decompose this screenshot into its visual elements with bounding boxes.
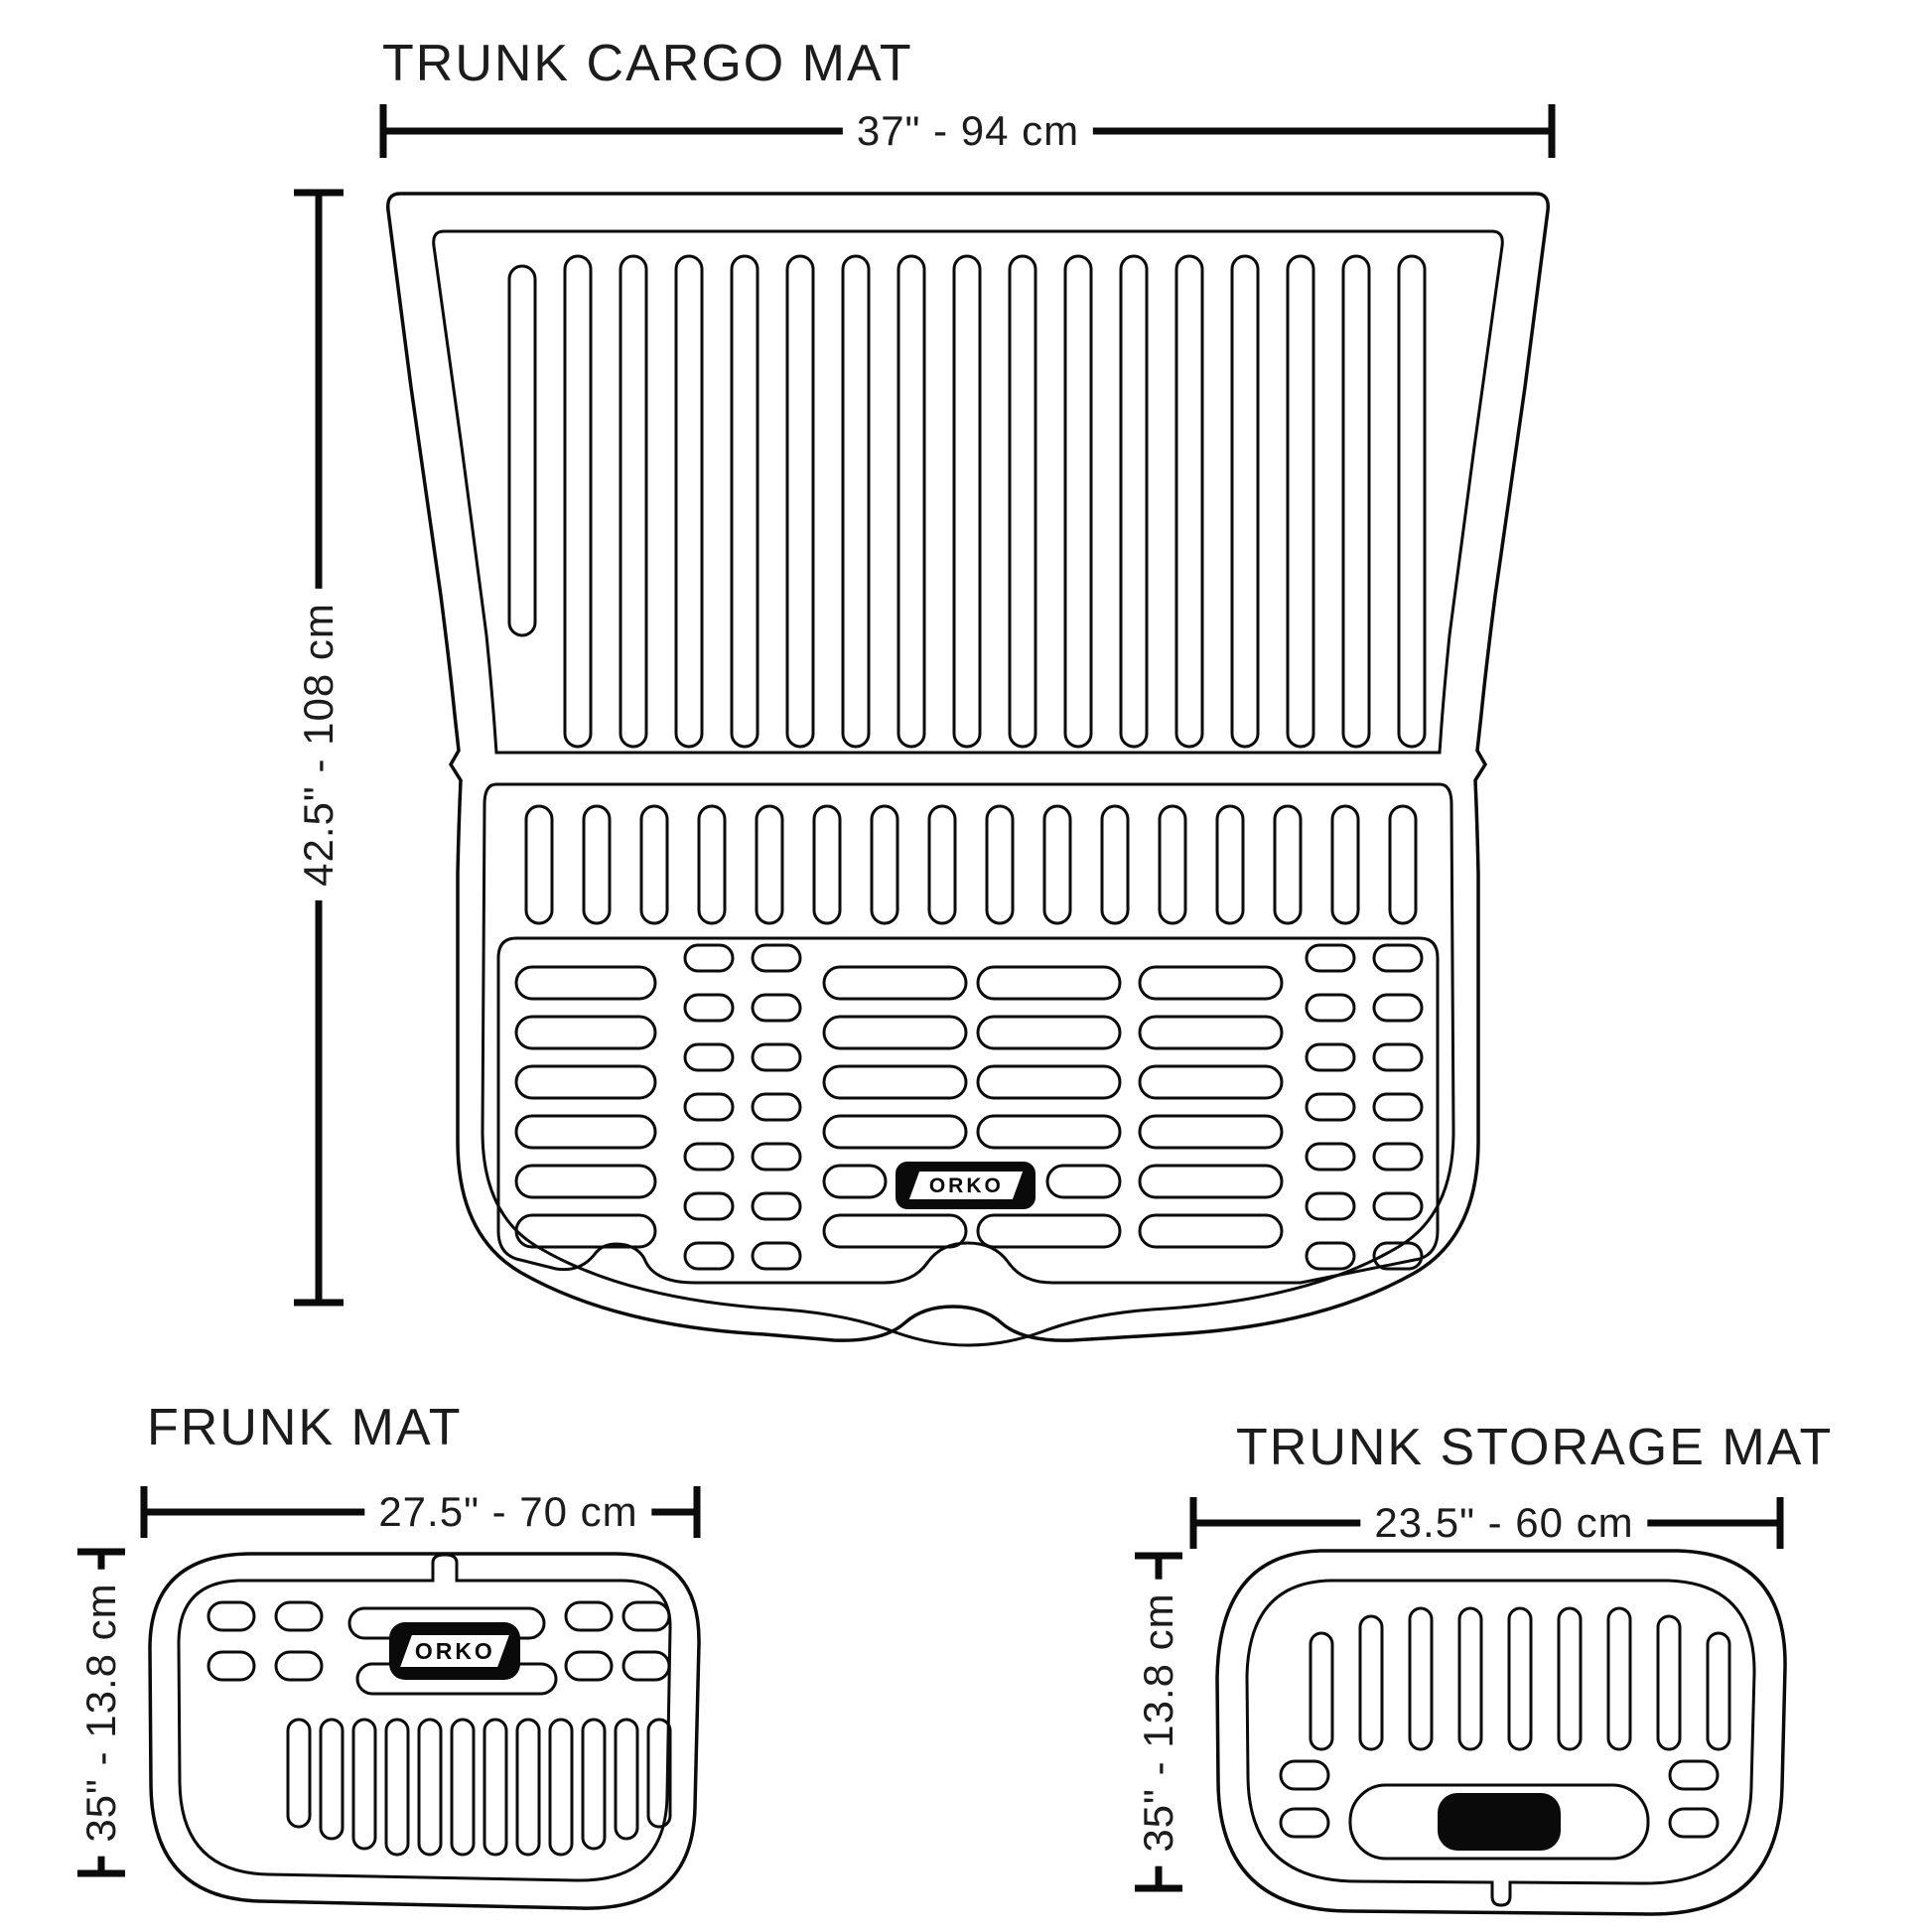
trunk-tray-slot-pattern: [514, 943, 1424, 1271]
orko-logo-plate: ORKO: [400, 1635, 509, 1667]
orko-logo-text: ORKO: [928, 1173, 1003, 1197]
trunk-lower-rib-slots: [524, 804, 1418, 925]
storage-width-dimension-label: 23.5" - 60 cm: [1360, 1499, 1648, 1547]
trunk-cargo-title: TRUNK CARGO MAT: [382, 35, 913, 92]
storage-rib-slots: [1309, 1606, 1731, 1751]
frunk-mat-drawing: [148, 1552, 701, 1910]
frunk-title: FRUNK MAT: [147, 1399, 463, 1456]
frunk-width-dimension-label: 27.5" - 70 cm: [364, 1488, 652, 1536]
frunk-pill-slots: [207, 1600, 671, 1682]
trunk-top-rib-slots: [507, 254, 1427, 749]
orko-logo-text: ORKO: [414, 1637, 495, 1664]
trunk-width-dimension-label: 37" - 94 cm: [842, 107, 1094, 155]
frunk-height-dimension-label: 35" - 13.8 cm: [77, 1569, 125, 1857]
trunk-height-dimension-label: 42.5" - 108 cm: [295, 589, 343, 900]
orko-logo-badge-frunk: ORKO: [389, 1622, 520, 1680]
trunk-storage-mat-drawing: [1215, 1549, 1787, 1916]
storage-height-dimension-label: 35" - 13.8 cm: [1135, 1579, 1182, 1866]
orko-logo-plate: ORKO: [908, 1172, 1023, 1199]
trunk-storage-title: TRUNK STORAGE MAT: [1236, 1419, 1834, 1476]
orko-logo-badge-trunk: ORKO: [896, 1162, 1035, 1209]
solid-logo-badge-storage: [1438, 1793, 1561, 1851]
storage-pill-slots: [1279, 1759, 1720, 1839]
trunk-cargo-mat-drawing: [386, 192, 1550, 1347]
frunk-rib-slots: [286, 1718, 672, 1857]
